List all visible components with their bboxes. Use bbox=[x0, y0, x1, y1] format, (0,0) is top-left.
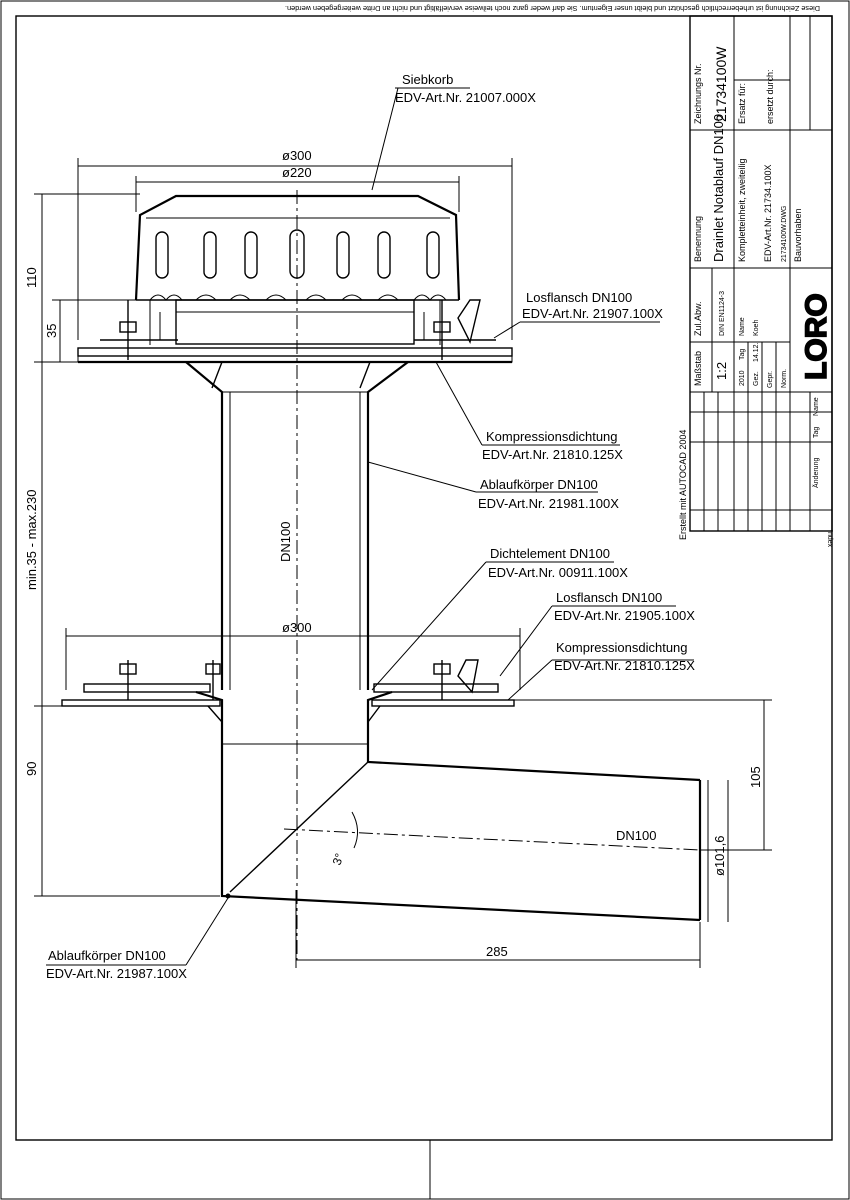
siebkorb-nr: EDV-Art.Nr. 21007.000X bbox=[395, 90, 536, 105]
bauvorhaben-label: Bauvorhaben bbox=[793, 208, 803, 262]
ablauf-top-name: Ablaufkörper DN100 bbox=[480, 477, 598, 492]
benennung-label: Benennung bbox=[693, 216, 703, 262]
dim-h105: 105 bbox=[748, 766, 763, 788]
index-label: Index bbox=[826, 530, 833, 548]
norm-value: DIN EN1124-3 bbox=[719, 291, 726, 336]
kompression-bottom-name: Kompressionsdichtung bbox=[556, 640, 688, 655]
tag-col-label: Tag bbox=[813, 427, 820, 438]
dim-angle: 3° bbox=[330, 851, 347, 867]
gez-tag: 14.12. bbox=[753, 342, 760, 362]
dim-d300-top: ø300 bbox=[282, 148, 312, 163]
year: 2010 bbox=[739, 370, 746, 386]
aenderung-label: Änderung bbox=[812, 458, 820, 488]
gepr-label: Gepr. bbox=[767, 371, 774, 388]
gez-label: Gez. bbox=[753, 371, 760, 386]
benennung: Drainlet Notablauf DN100 bbox=[711, 114, 726, 262]
top-flange bbox=[77, 299, 513, 389]
dim-d300-bottom: ø300 bbox=[282, 620, 312, 635]
dim-h90: 90 bbox=[24, 762, 39, 776]
siebkorb-name: Siebkorb bbox=[402, 72, 453, 87]
ablauf-top-nr: EDV-Art.Nr. 21981.100X bbox=[478, 496, 619, 511]
zeichnungs-nr: 21734100W bbox=[713, 46, 729, 122]
dim-dn-horizontal: DN100 bbox=[616, 828, 656, 843]
losflansch-top-name: Losflansch DN100 bbox=[526, 290, 632, 305]
ersatz-label: Ersatz für: bbox=[737, 83, 747, 124]
dim-h35: 35 bbox=[44, 324, 59, 338]
ersetzt-label: ersetzt durch: bbox=[765, 69, 775, 124]
kompression-bottom-nr: EDV-Art.Nr. 21810.125X bbox=[554, 658, 695, 673]
dim-dn-vertical: DN100 bbox=[278, 522, 293, 562]
dim-range: min.35 - max.230 bbox=[24, 490, 39, 590]
name-col-label: Name bbox=[813, 397, 820, 416]
dwg-file: 21734100W.DWG bbox=[781, 206, 788, 262]
bottom-flange bbox=[61, 659, 515, 745]
title-block: Zeichnungs Nr. 21734100W Ersatz für: ers… bbox=[678, 15, 834, 548]
edv-nr: EDV-Art.Nr. 21734.100X bbox=[763, 164, 773, 262]
ablauf-pipe bbox=[185, 361, 409, 690]
zul-abw-label: Zul.Abw. bbox=[693, 301, 703, 336]
center-line-outlet bbox=[283, 828, 701, 851]
norm-label: Norm. bbox=[781, 369, 788, 388]
dim-l285: 285 bbox=[486, 944, 508, 959]
komplett-label: Kompletteinheit, zweiteilig bbox=[737, 158, 747, 262]
massstab-label: Maßstab bbox=[693, 351, 703, 386]
loro-logo: LORO bbox=[800, 293, 833, 380]
losflansch-bottom-name: Losflansch DN100 bbox=[556, 590, 662, 605]
dim-h110: 110 bbox=[24, 267, 39, 288]
dim-d220: ø220 bbox=[282, 165, 312, 180]
losflansch-top-nr: EDV-Art.Nr. 21907.100X bbox=[522, 306, 663, 321]
outlet-pipe bbox=[220, 744, 709, 922]
erstellt-label: Erstellt mit AUTOCAD 2004 bbox=[678, 430, 688, 540]
dichtelement-nr: EDV-Art.Nr. 00911.100X bbox=[488, 565, 628, 580]
copyright-notice: Diese Zeichnung ist urheberrechtlich ges… bbox=[285, 4, 820, 13]
dichtelement-name: Dichtelement DN100 bbox=[490, 546, 610, 561]
kompression-top-name: Kompressionsdichtung bbox=[486, 429, 618, 444]
ablauf-bottom-name: Ablaufkörper DN100 bbox=[48, 948, 166, 963]
tag-label: Tag bbox=[739, 349, 746, 360]
name-label: Name bbox=[739, 317, 746, 336]
dimensions bbox=[34, 158, 772, 968]
kompression-top-nr: EDV-Art.Nr. 21810.125X bbox=[482, 447, 623, 462]
gez-name: Koeh bbox=[753, 320, 760, 336]
drawing-frame bbox=[15, 15, 833, 1141]
leader-lines bbox=[46, 87, 694, 966]
dim-d101: ø101,6 bbox=[712, 836, 727, 876]
ablauf-bottom-nr: EDV-Art.Nr. 21987.100X bbox=[46, 966, 187, 981]
zeichnungs-nr-label: Zeichnungs Nr. bbox=[693, 63, 703, 124]
massstab: 1:2 bbox=[714, 362, 729, 380]
losflansch-bottom-nr: EDV-Art.Nr. 21905.100X bbox=[554, 608, 695, 623]
